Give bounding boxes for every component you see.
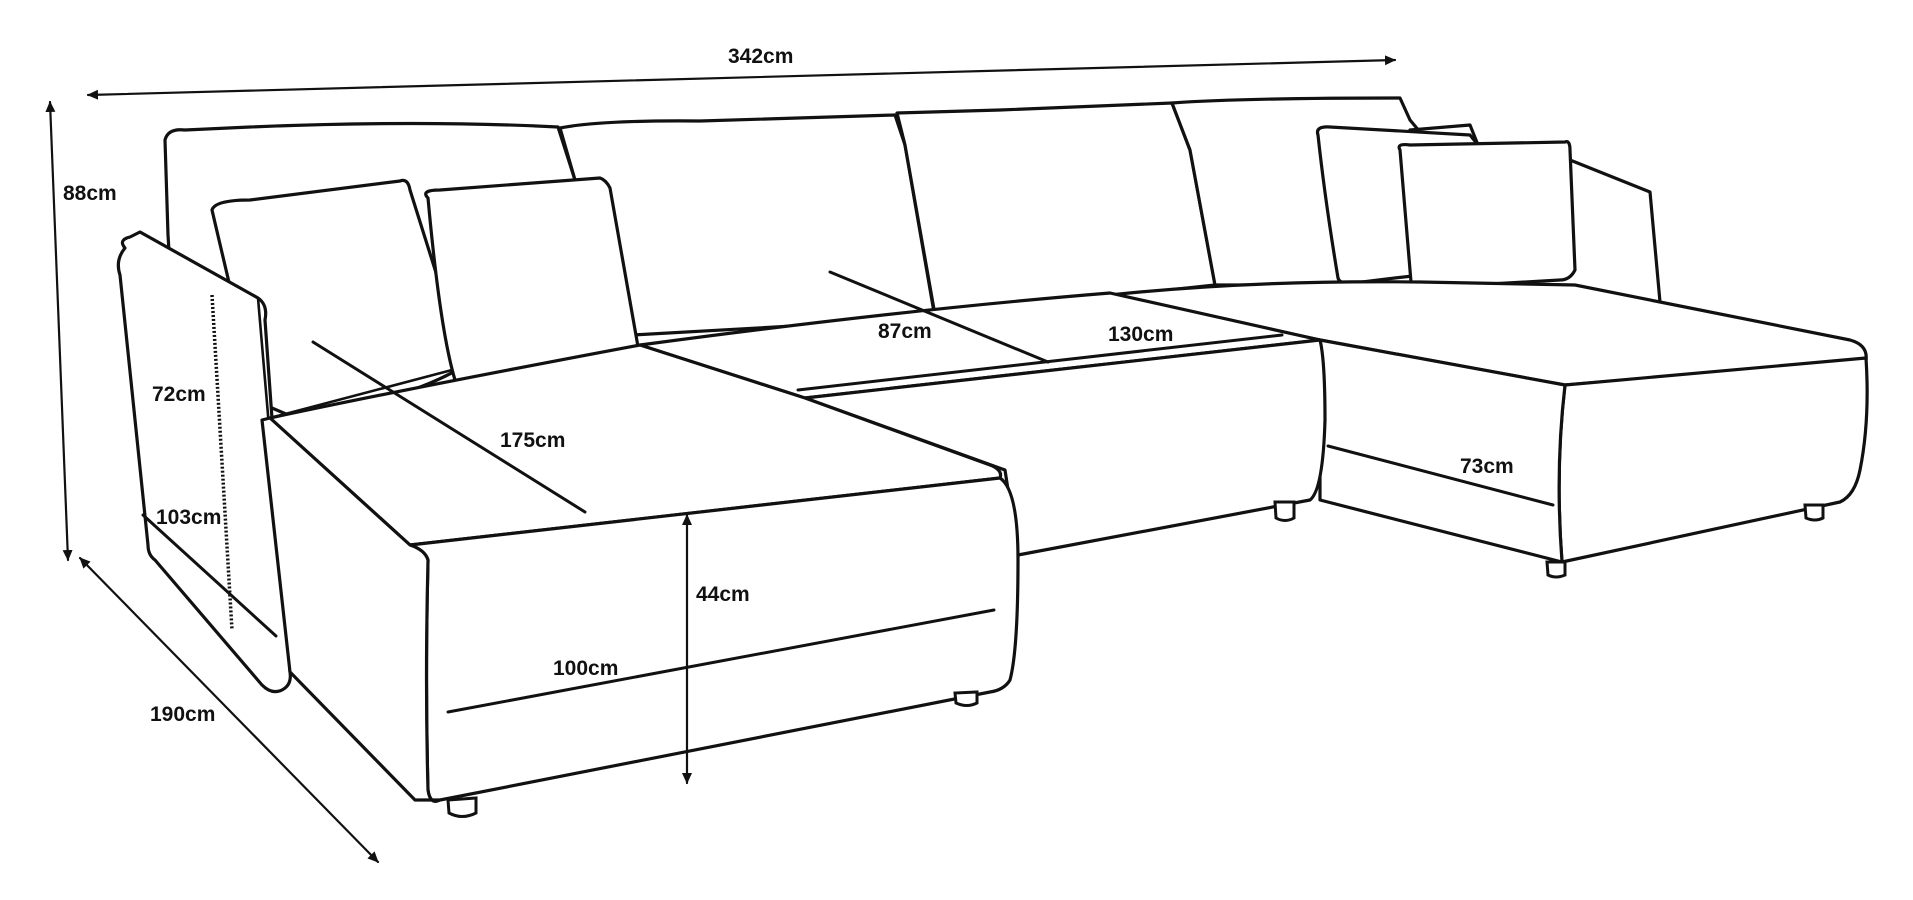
right-chaise-width-line [1326, 444, 1555, 507]
height-label: 88cm [63, 182, 117, 205]
chaise-length-line [311, 340, 587, 514]
bed-width-label: 130cm [1108, 323, 1174, 346]
bed-depth-line [828, 270, 1050, 364]
middle-front [803, 338, 1327, 557]
chaise-width-line [446, 608, 996, 714]
back-cushion-3 [895, 101, 1217, 317]
middle-seat [638, 291, 1322, 400]
middle-foot [1273, 500, 1296, 522]
chaise-width-label: 100cm [553, 657, 619, 680]
armrest-height-label: 72cm [152, 383, 206, 406]
right-chaise-front [1557, 356, 1869, 564]
right-chaise-foot-2 [1803, 503, 1825, 522]
pillow-right-2 [1397, 140, 1577, 290]
bed-depth-label: 87cm [878, 320, 932, 343]
depth-arrow [78, 556, 380, 864]
left-chaise-foot-1 [446, 796, 478, 818]
right-chaise-seat [1108, 280, 1868, 387]
total-width-arrow [86, 55, 1397, 100]
left-chaise-foot-2 [953, 690, 979, 707]
bed-width-line [796, 333, 1284, 392]
chaise-length-label: 175cm [500, 429, 566, 452]
armrest-length-label: 103cm [156, 506, 222, 529]
total-width-label: 342cm [728, 45, 794, 68]
seat-height-label: 44cm [696, 583, 750, 606]
left-chaise-seat [268, 343, 1003, 547]
left-chaise-back-line [268, 368, 454, 420]
right-chaise-width-label: 73cm [1460, 455, 1514, 478]
right-chaise-side [1318, 338, 1567, 564]
armrest-length-line [141, 513, 278, 638]
height-arrow [45, 100, 73, 562]
right-chaise-foot-1 [1545, 560, 1567, 579]
depth-label: 190cm [150, 703, 216, 726]
